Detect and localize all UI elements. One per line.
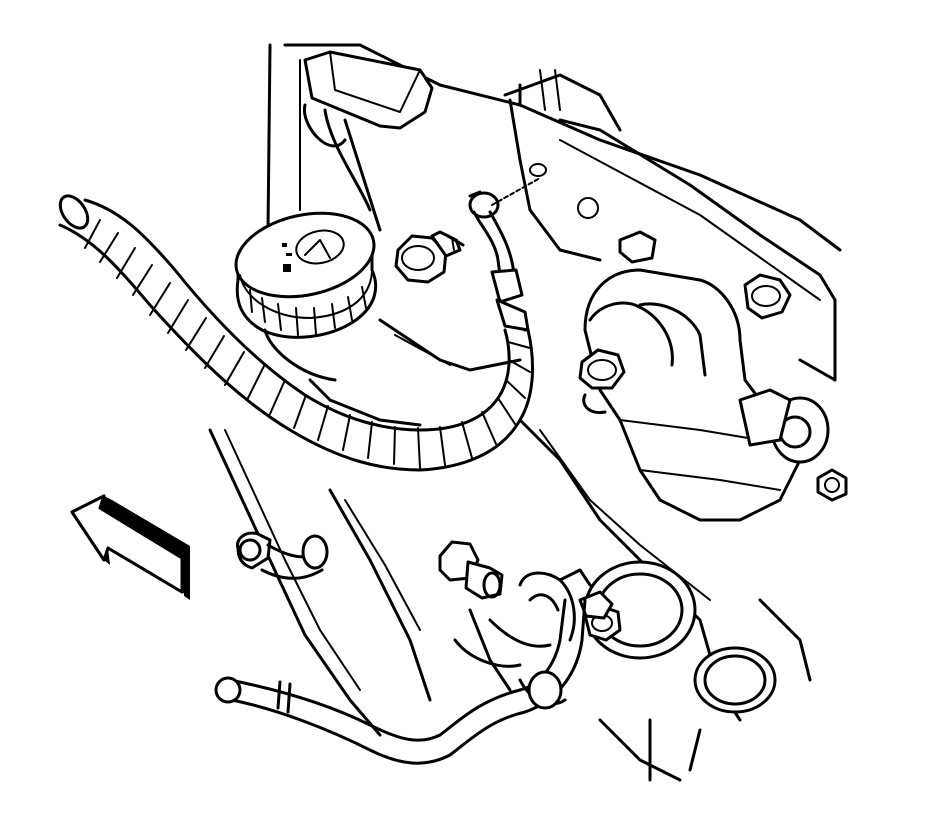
corrugated-hose-icon (58, 194, 535, 472)
upper-connector-block (303, 50, 434, 232)
heater-pipe-icon (214, 531, 587, 765)
bolt-icon (394, 230, 465, 284)
ground-wire-terminal-icon (468, 163, 547, 332)
mounting-bracket-icon (577, 197, 848, 522)
thermostat-housing-icon (558, 560, 777, 714)
direction-arrow-icon (70, 494, 190, 600)
reservoir-cap-icon (234, 211, 378, 382)
